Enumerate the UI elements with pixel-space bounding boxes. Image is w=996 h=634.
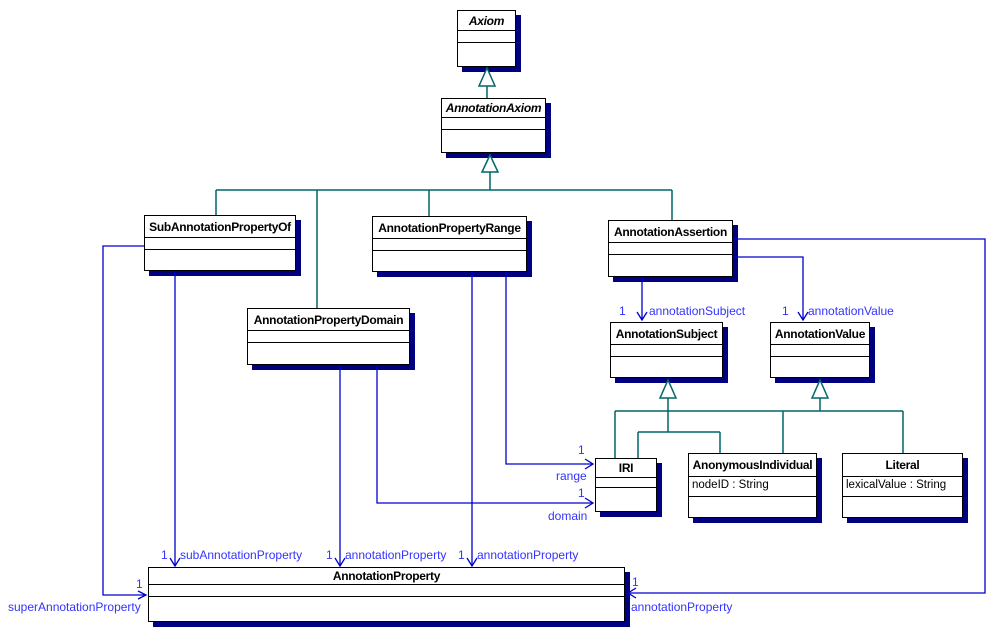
arrowhead-superannotationproperty — [137, 590, 148, 600]
generalization-arrowhead-annotationsubject — [658, 378, 678, 399]
operations-compartment — [596, 488, 656, 511]
role-annotationvalue: annotationValue — [808, 304, 894, 318]
class-title: AnnotationAssertion — [609, 221, 732, 243]
arrowhead-domain — [584, 497, 595, 509]
operations-compartment — [689, 497, 816, 517]
operations-compartment — [248, 343, 409, 364]
attributes-compartment — [596, 478, 656, 488]
multiplicity-annotationproperty-from-assertion: 1 — [632, 575, 639, 589]
class-title: AnnotationAxiom — [442, 99, 545, 118]
attributes-compartment: lexicalValue : String — [843, 477, 962, 497]
class-title: AnnotationPropertyDomain — [248, 309, 409, 331]
arrowhead-annotationproperty-from-domain — [334, 557, 346, 568]
operations-compartment — [442, 130, 545, 152]
operations-compartment — [145, 250, 295, 270]
class-annotation-property-range: AnnotationPropertyRange — [372, 216, 527, 272]
operations-compartment — [149, 597, 624, 621]
multiplicity-superannotationproperty: 1 — [136, 577, 143, 591]
attributes-compartment: nodeID : String — [689, 477, 816, 497]
multiplicity-domain: 1 — [578, 486, 585, 500]
generalization-arrowhead-annotationaxiom — [480, 153, 500, 173]
multiplicity-annotationsubject: 1 — [619, 304, 626, 318]
operations-compartment — [843, 497, 962, 517]
attributes-compartment — [145, 238, 295, 250]
association-lines — [102, 238, 986, 600]
class-title: Axiom — [458, 11, 515, 31]
attributes-compartment — [149, 585, 624, 597]
generalization-arrowhead-annotationvalue — [810, 378, 830, 399]
operations-compartment — [458, 43, 515, 66]
role-annotationproperty-from-assertion: annotationProperty — [631, 600, 733, 614]
arrowhead-annotationproperty-from-range — [466, 557, 478, 568]
generalization-tree-annotationsubject — [637, 398, 721, 458]
generalization-lines — [215, 66, 904, 458]
class-title: AnnotationValue — [771, 323, 869, 345]
class-title: AnnotationPropertyRange — [373, 217, 526, 239]
class-title: Literal — [843, 454, 962, 477]
operations-compartment — [771, 357, 869, 377]
association-annotationproperty-from-assertion — [628, 238, 986, 594]
generalization-arrowhead-axiom — [477, 66, 497, 87]
arrowhead-range — [584, 458, 595, 470]
operations-compartment — [373, 251, 526, 271]
class-annotation-property: AnnotationProperty — [148, 567, 625, 622]
attribute-nodeid: nodeID : String — [692, 479, 769, 491]
class-annotation-axiom: AnnotationAxiom — [441, 98, 546, 153]
attributes-compartment — [771, 345, 869, 357]
class-annotation-subject: AnnotationSubject — [610, 322, 723, 378]
attributes-compartment — [611, 345, 722, 357]
role-annotationsubject: annotationSubject — [649, 304, 746, 318]
class-title: AnonymousIndividual — [689, 454, 816, 477]
multiplicity-subannotationproperty: 1 — [161, 548, 168, 562]
multiplicity-annotationvalue: 1 — [782, 304, 789, 318]
attributes-compartment — [373, 239, 526, 251]
class-annotation-property-domain: AnnotationPropertyDomain — [247, 308, 410, 365]
class-title: AnnotationProperty — [149, 568, 624, 585]
role-annotationproperty-from-range: annotationProperty — [477, 548, 579, 562]
class-axiom: Axiom — [457, 10, 516, 67]
class-annotation-assertion: AnnotationAssertion — [608, 220, 733, 277]
class-title: IRI — [596, 459, 656, 478]
attribute-lexicalvalue: lexicalValue : String — [846, 479, 947, 491]
class-iri: IRI — [595, 458, 657, 512]
role-annotationproperty-from-domain: annotationProperty — [345, 548, 447, 562]
attributes-compartment — [458, 31, 515, 43]
arrowhead-annotationsubject — [636, 311, 648, 322]
class-sub-annotation-property-of: SubAnnotationPropertyOf — [144, 215, 296, 271]
multiplicity-range: 1 — [578, 443, 585, 457]
operations-compartment — [611, 357, 722, 377]
operations-compartment — [609, 255, 732, 276]
role-range: range — [556, 469, 587, 483]
attributes-compartment — [442, 118, 545, 130]
class-anonymous-individual: AnonymousIndividual nodeID : String — [688, 453, 817, 518]
arrowhead-annotationvalue — [797, 311, 809, 322]
association-range — [505, 272, 593, 465]
multiplicity-annotationproperty-from-range: 1 — [458, 548, 465, 562]
arrowhead-subannotationproperty — [169, 557, 181, 568]
arrowhead-annotationproperty-from-assertion — [626, 587, 637, 599]
role-domain: domain — [548, 509, 588, 523]
class-title: SubAnnotationPropertyOf — [145, 216, 295, 238]
class-annotation-value: AnnotationValue — [770, 322, 870, 378]
attributes-compartment — [609, 243, 732, 255]
multiplicity-annotationproperty-from-domain: 1 — [326, 548, 333, 562]
class-title: AnnotationSubject — [611, 323, 722, 345]
generalization-tree-annotationvalue — [614, 398, 904, 458]
role-subannotationproperty: subAnnotationProperty — [180, 548, 303, 562]
attributes-compartment — [248, 331, 409, 343]
role-superannotationproperty: superAnnotationProperty — [8, 600, 141, 614]
class-literal: Literal lexicalValue : String — [842, 453, 963, 518]
association-superannotationproperty — [102, 245, 146, 596]
